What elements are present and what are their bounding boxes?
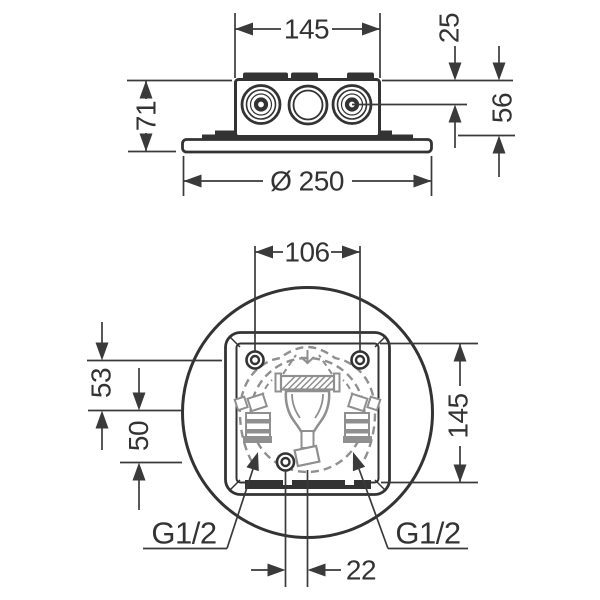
top-boss (300, 350, 315, 365)
corner-chamfers (228, 335, 387, 492)
side-view: 145 25 56 71 (127, 13, 518, 197)
dim-label-71: 71 (131, 101, 162, 131)
dimension-top-to-port-center: 25 (352, 13, 513, 148)
screw-hole-top-right (350, 350, 370, 370)
dimension-plate-diameter: Ø 250 (182, 156, 433, 197)
supply-fitting-right (343, 392, 382, 443)
dimension-hole-spacing: 106 (254, 237, 361, 351)
thread-label-right: G1/2 (395, 516, 460, 551)
crossbar (274, 372, 341, 393)
bottom-view: 106 53 50 145 (86, 237, 478, 587)
connection-port-middle (287, 84, 329, 126)
dimension-total-height: 71 (127, 79, 232, 153)
dim-label-106: 106 (284, 237, 329, 268)
dimension-square-size: 145 (380, 342, 478, 484)
dimension-body-height: 56 (458, 46, 518, 177)
dim-label-145-width: 145 (284, 14, 329, 45)
thread-callout-left: G1/2 (143, 452, 259, 551)
dim-label-56: 56 (487, 93, 518, 123)
screw-hole-top-left (245, 350, 265, 370)
connection-port-left (240, 84, 282, 125)
dim-label-53: 53 (86, 368, 117, 398)
center-stem (300, 430, 315, 449)
dimension-holes-to-center: 53 (86, 322, 222, 450)
dim-label-25: 25 (434, 13, 465, 43)
connection-port-right (331, 84, 373, 125)
supply-fitting-left (233, 392, 272, 443)
dim-label-50: 50 (123, 421, 154, 451)
thread-label-left: G1/2 (151, 516, 216, 551)
dimension-center-offset: 22 (251, 470, 377, 587)
valve-mechanism (233, 350, 382, 468)
dimension-center-to-bottom-hole: 50 (120, 368, 182, 510)
screw-hole-bottom (275, 452, 296, 472)
thread-callout-right: G1/2 (352, 452, 468, 551)
mounting-plate-side (181, 138, 433, 154)
dim-label-145-square: 145 (443, 393, 474, 438)
dim-label-22: 22 (346, 555, 376, 586)
dim-label-plate-diameter: Ø 250 (270, 166, 344, 197)
dimension-body-width: 145 (234, 13, 381, 78)
bottom-connector (293, 444, 321, 468)
